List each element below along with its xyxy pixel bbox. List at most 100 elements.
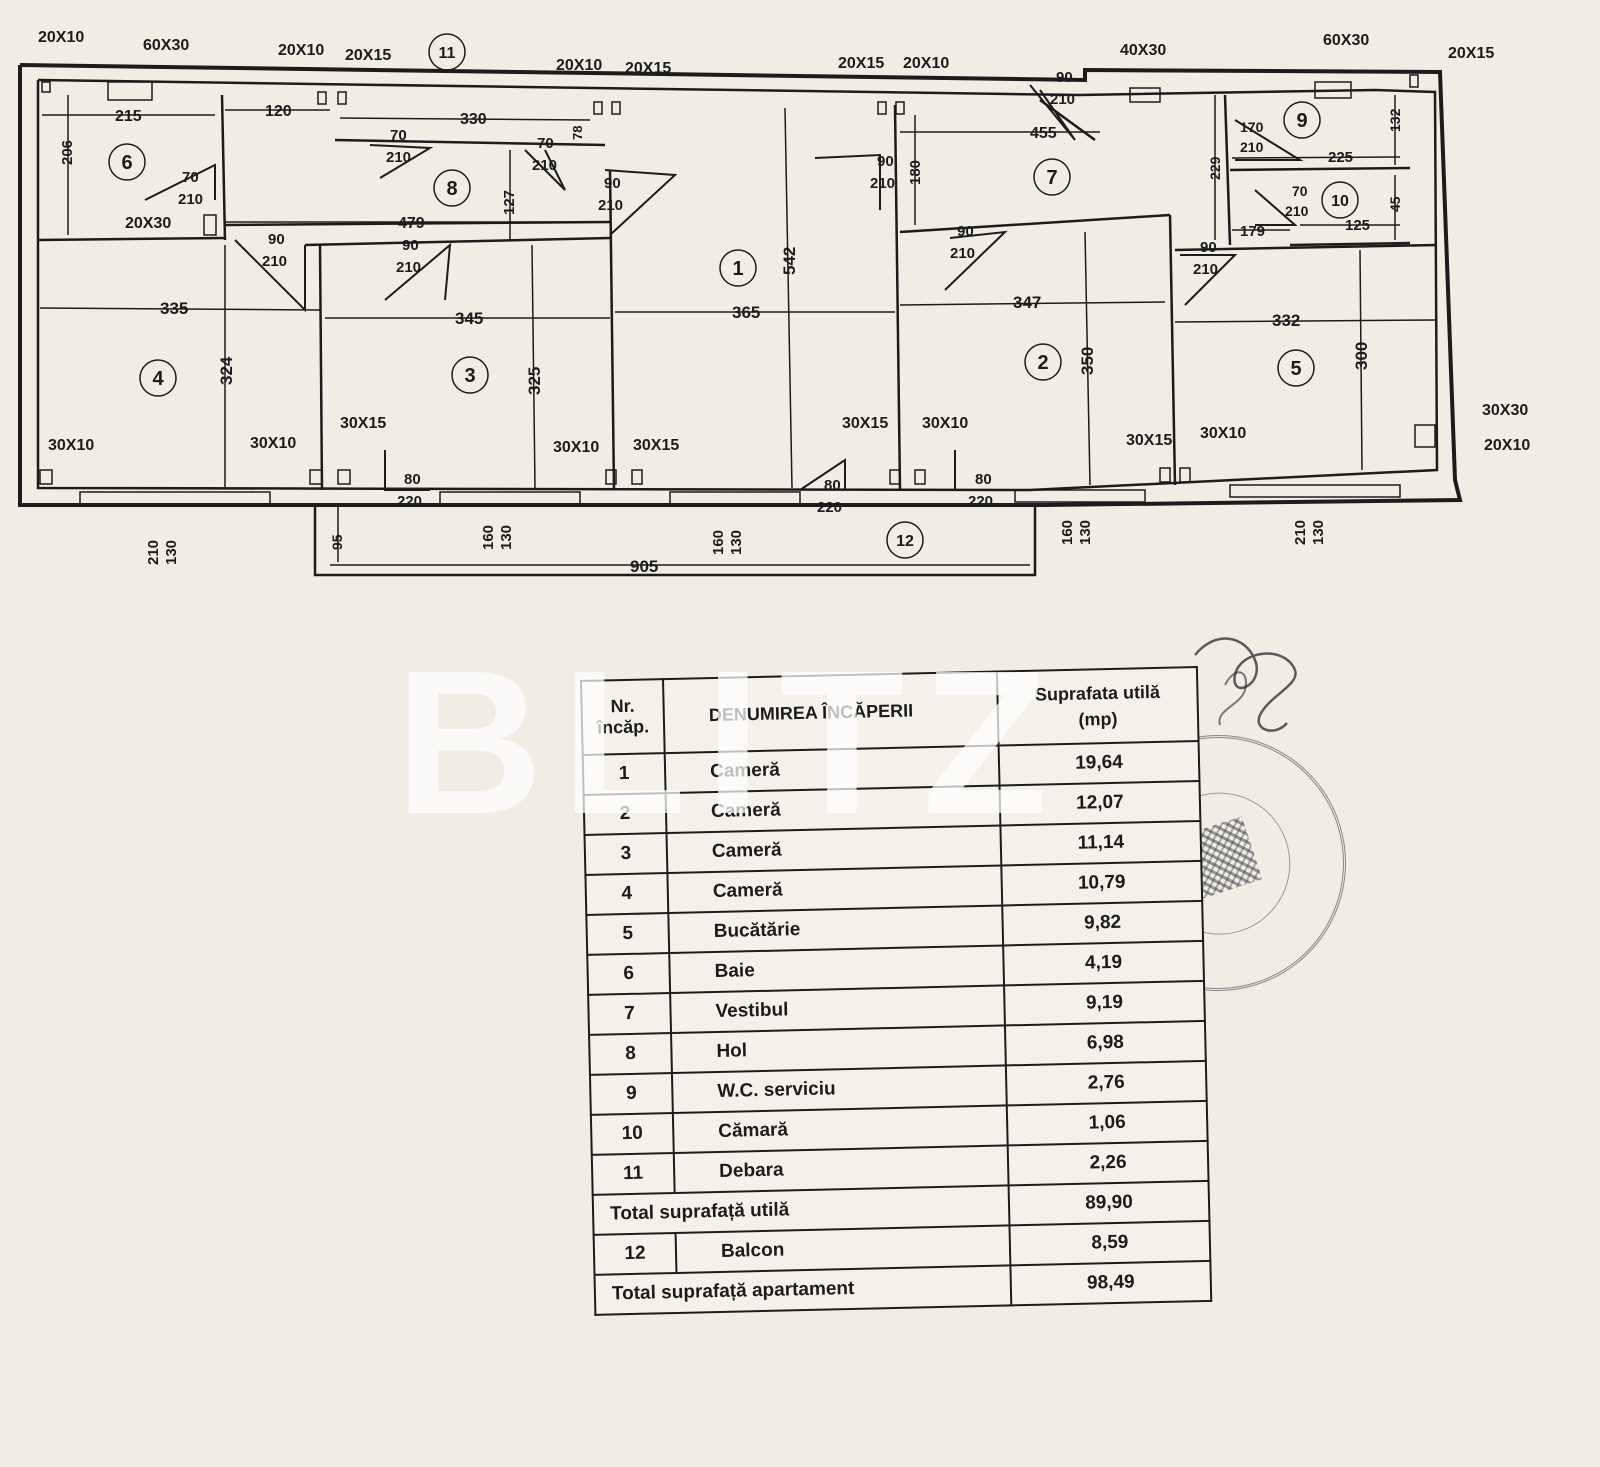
room-number-3: 3 (464, 365, 475, 387)
room-marker-1: 1 (719, 249, 757, 287)
wall-10-bottom (1289, 241, 1411, 247)
row-nr: 5 (586, 913, 670, 955)
door-label: 220 (397, 493, 422, 510)
door-1 (604, 169, 678, 236)
duct-shape (1414, 424, 1436, 448)
duct-shape (1314, 81, 1352, 99)
window-5 (1229, 484, 1401, 498)
windows (79, 484, 1401, 505)
row-nr: 11 (591, 1152, 675, 1195)
duct-shape (337, 91, 347, 105)
duct-shape (1159, 467, 1171, 483)
window-label: 130 (498, 525, 515, 550)
balcony-area: 8,59 (1009, 1220, 1211, 1266)
room-marker-12: 12 (886, 521, 924, 559)
total-util-area: 89,90 (1008, 1180, 1210, 1226)
duct-shape (1409, 74, 1419, 88)
ducts-shapes (39, 74, 1436, 485)
door-3 (384, 242, 452, 301)
duct-shape (317, 91, 327, 105)
duct-label: 20X15 (345, 47, 391, 64)
row-nr: 6 (587, 953, 671, 995)
duct-shape (41, 81, 51, 93)
dim-label: 347 (1013, 293, 1041, 312)
dim-label: 905 (630, 557, 658, 576)
room-number-5: 5 (1290, 358, 1301, 380)
row-area: 6,98 (1004, 1020, 1206, 1066)
watermark-logo: BLITZ (395, 628, 1066, 857)
dim-label: 350 (1078, 347, 1097, 375)
wall-7-divider (1039, 98, 1096, 142)
door-label: 90 (1056, 69, 1073, 86)
wall-9-left (1223, 94, 1232, 246)
door-label: 90 (604, 175, 621, 192)
dim-label: 455 (1030, 125, 1057, 142)
dim-label: 120 (265, 103, 292, 120)
door-labels: 70 210 90 210 90 210 70 210 70 210 90 21… (178, 69, 1309, 516)
dim-label: 542 (780, 247, 799, 275)
door-label: 90 (402, 237, 419, 254)
door-label: 170 (1240, 119, 1264, 135)
dim-label: 324 (217, 356, 236, 385)
window-label: 130 (728, 530, 745, 555)
door-11-right (524, 149, 566, 191)
room-marker-11: 11 (428, 33, 466, 71)
duct-label: 20X10 (1484, 437, 1530, 454)
door-2-top (814, 153, 881, 210)
dim-label: 229 (1207, 156, 1223, 180)
window-label: 130 (1310, 520, 1327, 545)
row-area: 2,26 (1007, 1140, 1209, 1186)
dim-label: 125 (1345, 217, 1370, 234)
door-label: 210 (386, 149, 411, 166)
row-area: 9,19 (1004, 980, 1205, 1026)
door-10 (1254, 189, 1298, 226)
door-label: 70 (182, 169, 199, 186)
dim-line (39, 307, 321, 311)
row-area: 1,06 (1006, 1100, 1208, 1146)
duct-label: 30X15 (633, 437, 679, 454)
duct-shape (1179, 467, 1191, 483)
row-area: 9,82 (1002, 900, 1204, 946)
window-label: 210 (145, 540, 162, 565)
window-1 (669, 491, 801, 505)
room-marker-10: 10 (1321, 181, 1359, 219)
duct-label: 20X15 (1448, 45, 1494, 62)
door-label: 210 (950, 245, 975, 262)
duct-labels: 20X10 60X30 20X10 20X15 20X10 20X15 20X1… (38, 29, 1530, 456)
door-label: 210 (1050, 91, 1075, 108)
balcony-outline (313, 505, 1037, 577)
dimension-lines (39, 95, 1436, 566)
inner-outline (36, 78, 1439, 492)
door-entry (1029, 84, 1076, 141)
room-number-9: 9 (1296, 110, 1307, 132)
door-label: 90 (877, 153, 894, 170)
door-e3 (954, 450, 1005, 491)
duct-label: 20X10 (556, 57, 602, 74)
duct-shape (39, 469, 53, 485)
room-marker-4: 4 (139, 359, 177, 397)
wall-2-top (899, 213, 1171, 234)
duct-shape (895, 101, 905, 115)
door-label: 210 (396, 259, 421, 276)
window-label: 130 (163, 540, 180, 565)
room-number-10: 10 (1331, 193, 1349, 210)
dim-line (899, 301, 1166, 306)
door-label: 220 (817, 499, 842, 516)
room-number-7: 7 (1046, 167, 1057, 189)
duct-label: 30X10 (48, 437, 94, 454)
duct-label: 40X30 (1120, 42, 1166, 59)
window-label: 160 (480, 525, 497, 550)
dim-label: 180 (907, 160, 924, 185)
door-label: 70 (1292, 183, 1308, 199)
dim-label: 300 (1352, 342, 1371, 370)
dim-line (531, 244, 536, 489)
door-label: 90 (957, 223, 974, 240)
duct-shape (309, 469, 323, 485)
dim-label: 206 (59, 140, 76, 165)
room-number-4: 4 (152, 368, 164, 390)
dim-line (784, 107, 793, 489)
dim-line (1174, 319, 1436, 323)
outer-wall (18, 63, 1463, 507)
door-label: 80 (404, 471, 421, 488)
wall-9-bottom (1229, 166, 1411, 172)
